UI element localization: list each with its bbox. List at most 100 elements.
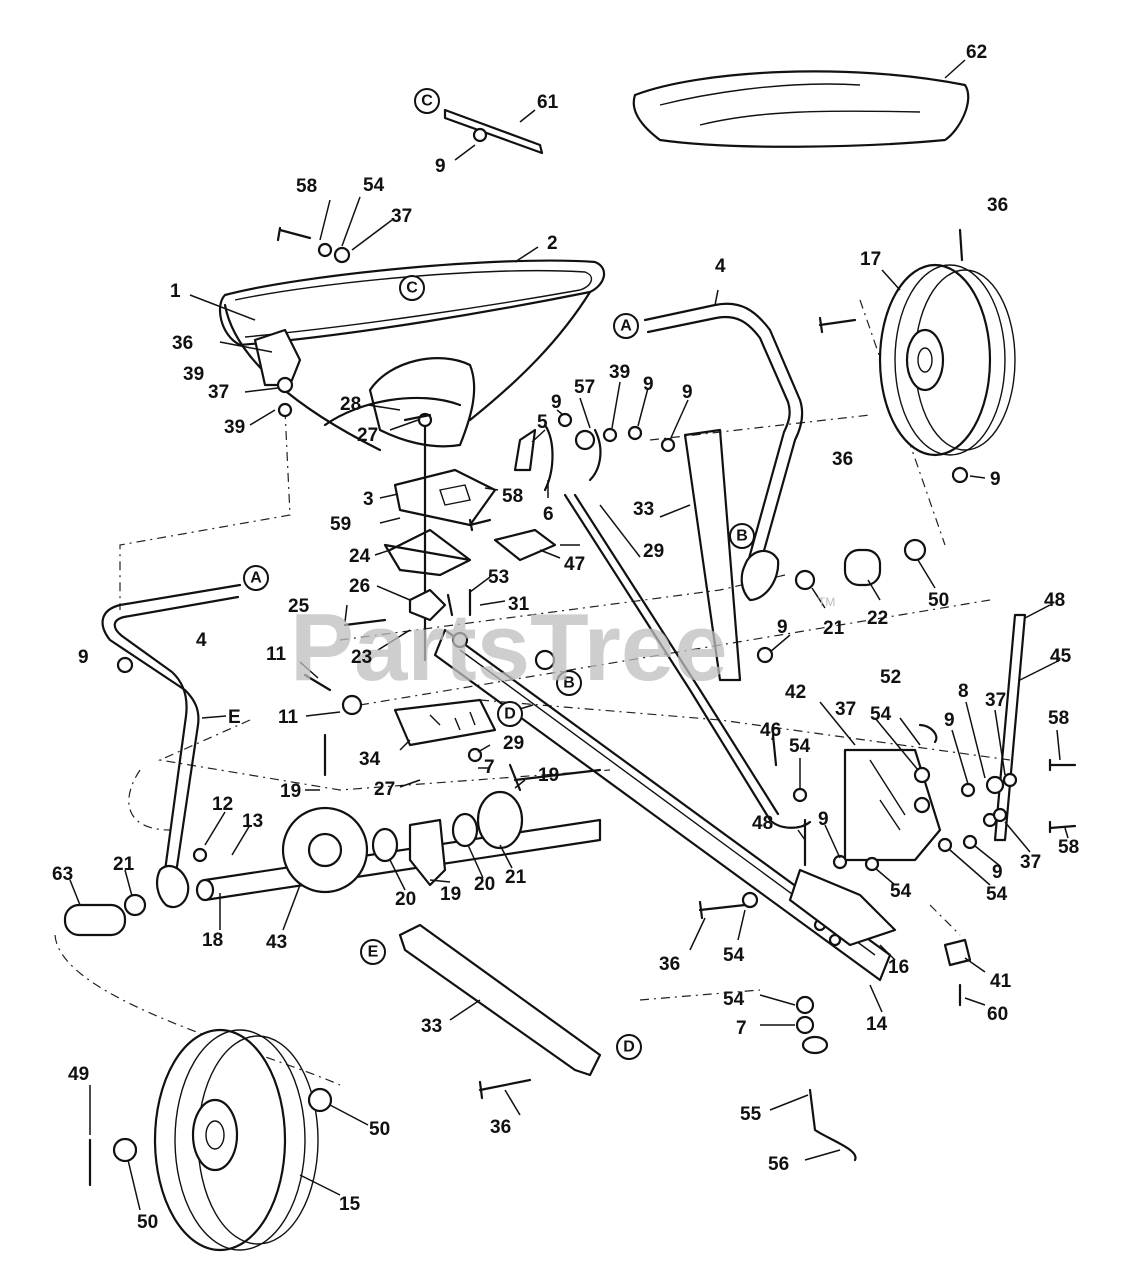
callout-58: 58 <box>1048 708 1069 729</box>
callout-39: 37 <box>1020 852 1041 873</box>
reference-letters: C C A B A B D E <box>243 88 755 1060</box>
part-46-plate <box>493 528 557 562</box>
ref-letter-d-center: D <box>497 701 523 727</box>
callout-54: 54 <box>363 175 385 196</box>
callout-50: 50 <box>369 1119 390 1140</box>
callout-9: 9 <box>78 647 89 668</box>
callout-19: 19 <box>538 765 559 786</box>
part-36-plate <box>393 698 497 747</box>
callout-62: 63 <box>52 864 73 885</box>
callout-1: 1 <box>170 281 181 302</box>
ref-letter-c-hopper: C <box>399 275 425 301</box>
callout-21: 20 <box>395 889 416 910</box>
part-1-hopper <box>218 259 606 452</box>
svg-text:A: A <box>620 318 632 335</box>
callout-39: 37 <box>985 690 1006 711</box>
callout-31: 28 <box>340 394 361 415</box>
callout-16: 17 <box>860 249 881 270</box>
callout-15: 15 <box>339 1194 361 1215</box>
ref-letter-a-left: A <box>243 565 269 591</box>
assembly-lines <box>54 299 1011 1086</box>
svg-text:D: D <box>623 1039 635 1056</box>
callout-51: 52 <box>880 667 901 688</box>
callout-18: 18 <box>202 930 223 951</box>
callout-4: 4 <box>196 630 207 651</box>
svg-text:C: C <box>421 93 433 110</box>
callout-54: 54 <box>789 736 811 757</box>
svg-text:TM: TM <box>818 595 835 609</box>
callout-14: 14 <box>866 1014 888 1035</box>
callout-25: 23 <box>351 647 372 668</box>
spreader-assembly <box>383 412 497 662</box>
svg-text:D: D <box>504 706 516 723</box>
callout-9: 9 <box>643 374 654 395</box>
callout-50: 50 <box>137 1212 158 1233</box>
callout-40: 39 <box>183 364 204 385</box>
part-35-link-upper <box>683 428 742 682</box>
callout-57: 57 <box>574 377 595 398</box>
callout-2: 2 <box>547 233 558 254</box>
part-4-handle-right <box>643 302 804 602</box>
callout-19: 19 <box>280 781 301 802</box>
callout-60: 60 <box>987 1004 1008 1025</box>
callout-27: 25 <box>288 596 310 617</box>
callout-7: 7 <box>736 1018 747 1039</box>
callout-40: 39 <box>609 362 630 383</box>
leader-lines <box>69 59 1069 1211</box>
part-61-bracket <box>443 108 544 155</box>
callout-39: 37 <box>208 382 229 403</box>
part-4-handle-left <box>101 583 242 909</box>
callout-41: 41 <box>990 971 1012 992</box>
callout-50: 50 <box>928 590 949 611</box>
callout-9: 9 <box>944 710 955 731</box>
callout-13: 13 <box>242 811 263 832</box>
callout-47: 48 <box>1044 590 1065 611</box>
callout-9: 9 <box>992 862 1003 883</box>
callout-37: 36 <box>659 954 680 975</box>
callout-53: 54 <box>723 989 745 1010</box>
callout-4: 4 <box>715 256 726 277</box>
callout-37: 36 <box>832 449 853 470</box>
callout-46: 47 <box>564 554 585 575</box>
callout-35: 33 <box>421 1016 442 1037</box>
callout-9: 9 <box>551 392 562 413</box>
svg-text:B: B <box>563 675 575 692</box>
callout-28: 26 <box>349 576 370 597</box>
callout-20: 19 <box>440 884 461 905</box>
callout-29: 27 <box>357 425 378 446</box>
part-17-bracket <box>788 868 897 947</box>
callout-26: 24 <box>349 546 371 567</box>
callout-54: 54 <box>870 704 892 725</box>
callout-9: 9 <box>818 809 829 830</box>
callout-48: 48 <box>752 813 773 834</box>
part-15-wheel <box>153 1028 319 1252</box>
callout-39: 37 <box>835 699 856 720</box>
callout-22: 21 <box>505 867 527 888</box>
callout-43: 43 <box>266 932 287 953</box>
callout-45: 46 <box>760 720 781 741</box>
part-35-link-lower <box>398 923 602 1077</box>
callout-58: 58 <box>296 176 317 197</box>
ref-letter-e-lower: E <box>360 939 386 965</box>
callout-63: 62 <box>966 42 987 63</box>
callout-29: 27 <box>374 779 395 800</box>
ref-letter-c-top: C <box>414 88 440 114</box>
callout-55: 55 <box>740 1104 762 1125</box>
callout-49: 49 <box>68 1064 89 1085</box>
callout-9: 9 <box>990 469 1001 490</box>
callout-37: 36 <box>987 195 1008 216</box>
callout-3: 3 <box>363 489 374 510</box>
callout-56: 56 <box>768 1154 789 1175</box>
ref-letter-d-lower: D <box>616 1034 642 1060</box>
callout-24: 22 <box>867 608 888 629</box>
callout-23: 21 <box>823 618 845 639</box>
callout-9: 9 <box>435 156 446 177</box>
callout-32: 29 <box>503 733 524 754</box>
svg-text:B: B <box>736 528 748 545</box>
callout-10: 11 <box>278 707 299 728</box>
ref-letter-b-right: B <box>729 523 755 549</box>
callout-35: 33 <box>633 499 654 520</box>
callout-8: 8 <box>958 681 969 702</box>
callout-37: 36 <box>490 1117 511 1138</box>
